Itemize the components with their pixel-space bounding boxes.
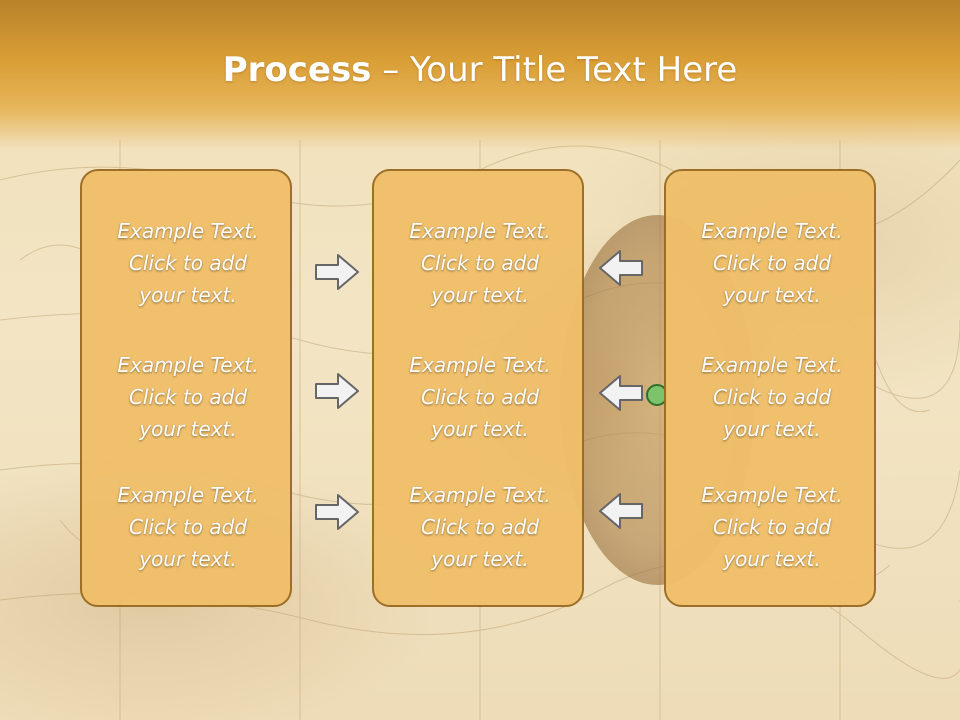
text-line: Click to add [420, 251, 540, 275]
text-line: Example Text. [409, 219, 551, 243]
text-line: Click to add [128, 515, 248, 539]
text-line: Click to add [128, 251, 248, 275]
arrow-right-icon[interactable] [314, 252, 360, 292]
text-line: Example Text. [409, 483, 551, 507]
text-line: Example Text. [701, 353, 843, 377]
text-line: your text. [723, 283, 821, 307]
arrow-left-icon[interactable] [598, 491, 644, 531]
text-placeholder[interactable]: Example Text. Click to add your text. [82, 479, 294, 575]
text-line: your text. [139, 283, 237, 307]
text-placeholder[interactable]: Example Text. Click to add your text. [82, 349, 294, 445]
text-placeholder[interactable]: Example Text. Click to add your text. [374, 479, 586, 575]
text-line: your text. [723, 547, 821, 571]
process-box-center[interactable]: Example Text. Click to add your text. Ex… [372, 169, 584, 607]
text-line: your text. [431, 547, 529, 571]
slide-title[interactable]: Process – Your Title Text Here [0, 50, 960, 90]
text-line: Example Text. [409, 353, 551, 377]
arrow-left-icon[interactable] [598, 248, 644, 288]
title-band [0, 0, 960, 150]
text-line: Click to add [712, 515, 832, 539]
title-rest-text: – Your Title Text Here [371, 50, 738, 90]
text-line: your text. [431, 417, 529, 441]
text-placeholder[interactable]: Example Text. Click to add your text. [666, 479, 878, 575]
text-placeholder[interactable]: Example Text. Click to add your text. [374, 215, 586, 311]
arrow-right-icon[interactable] [314, 492, 360, 532]
text-line: your text. [723, 417, 821, 441]
text-line: Example Text. [117, 483, 259, 507]
text-line: Click to add [128, 385, 248, 409]
arrow-right-icon[interactable] [314, 371, 360, 411]
text-line: Click to add [712, 251, 832, 275]
text-line: Example Text. [701, 219, 843, 243]
text-line: your text. [139, 417, 237, 441]
text-line: Click to add [420, 385, 540, 409]
text-line: your text. [139, 547, 237, 571]
text-placeholder[interactable]: Example Text. Click to add your text. [374, 349, 586, 445]
title-bold-text: Process [222, 50, 372, 90]
text-line: Example Text. [117, 219, 259, 243]
process-box-left[interactable]: Example Text. Click to add your text. Ex… [80, 169, 292, 607]
text-line: Click to add [712, 385, 832, 409]
process-box-right[interactable]: Example Text. Click to add your text. Ex… [664, 169, 876, 607]
text-line: your text. [431, 283, 529, 307]
text-placeholder[interactable]: Example Text. Click to add your text. [666, 349, 878, 445]
text-line: Example Text. [117, 353, 259, 377]
text-placeholder[interactable]: Example Text. Click to add your text. [666, 215, 878, 311]
arrow-left-icon[interactable] [598, 373, 644, 413]
text-line: Example Text. [701, 483, 843, 507]
text-placeholder[interactable]: Example Text. Click to add your text. [82, 215, 294, 311]
text-line: Click to add [420, 515, 540, 539]
